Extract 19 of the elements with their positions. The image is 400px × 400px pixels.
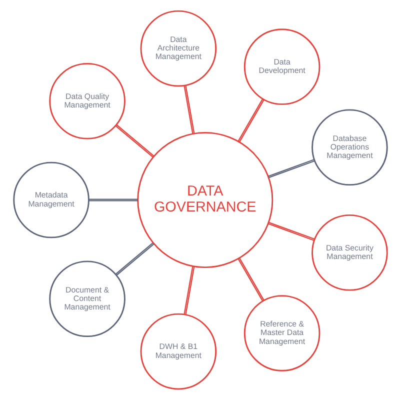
node-circle: DATA GOVERNANCE — [136, 132, 273, 268]
connector — [237, 258, 264, 302]
node-circle: Database Operations Management — [311, 109, 388, 186]
connector — [114, 242, 154, 276]
connector — [183, 266, 194, 315]
node-circle: Data Quality Management — [48, 62, 125, 140]
node-circle: Data Architecture Management — [140, 10, 216, 87]
node-circle: Reference & Master Data Management — [243, 295, 320, 372]
connector — [237, 98, 264, 142]
node-circle: Data Development — [243, 28, 320, 105]
node-circle: DWH & B1 Management — [140, 313, 216, 390]
connector — [268, 158, 314, 178]
connector — [183, 85, 194, 134]
connector — [268, 222, 314, 242]
node-circle: Document & Content Management — [48, 260, 125, 338]
connector — [88, 198, 138, 202]
node-circle: Data Security Management — [311, 214, 388, 291]
node-circle: Metadata Management — [12, 162, 89, 238]
connector — [114, 124, 154, 158]
